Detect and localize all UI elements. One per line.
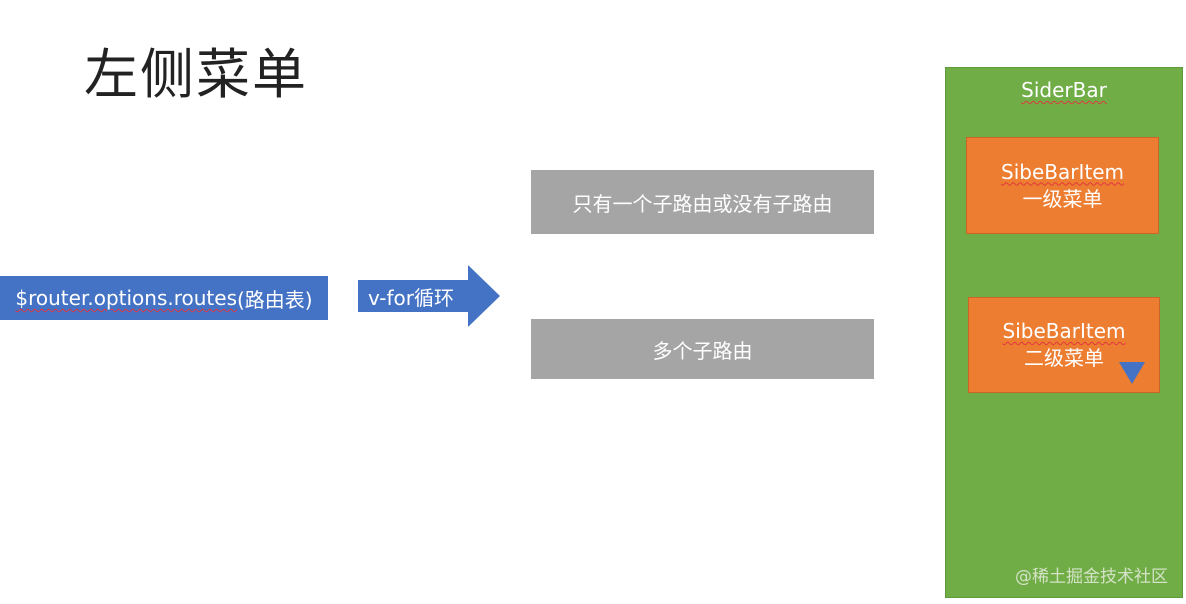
page-title: 左侧菜单 — [84, 43, 308, 106]
item-label: 二级菜单 — [1024, 346, 1104, 370]
dropdown-triangle-icon — [1119, 362, 1145, 384]
v-for-arrow: v-for循环 — [358, 265, 500, 327]
routes-caption: (路由表) — [236, 287, 313, 312]
sidebar-item-level-2: SibeBarItem 二级菜单 — [968, 297, 1160, 393]
item-component-name: SibeBarItem — [1002, 319, 1126, 343]
branch-single-route: 只有一个子路由或没有子路由 — [531, 170, 874, 234]
sidebar-item-level-1: SibeBarItem 一级菜单 — [966, 137, 1159, 234]
routes-expression: $router.options.routes — [15, 286, 237, 310]
item-label: 一级菜单 — [1022, 186, 1103, 211]
item-component-name: SibeBarItem — [1001, 159, 1124, 184]
sidebar-container: SiderBar SibeBarItem 一级菜单 SibeBarItem 二级… — [945, 67, 1183, 598]
sidebar-title: SiderBar — [1021, 78, 1107, 102]
watermark: @稀土掘金技术社区 — [1015, 567, 1168, 587]
v-for-label: v-for循环 — [368, 285, 455, 310]
right-arrow-icon — [358, 265, 500, 327]
branch-multiple-routes: 多个子路由 — [531, 319, 874, 379]
routes-table-box: $router.options.routes(路由表) — [0, 276, 328, 320]
